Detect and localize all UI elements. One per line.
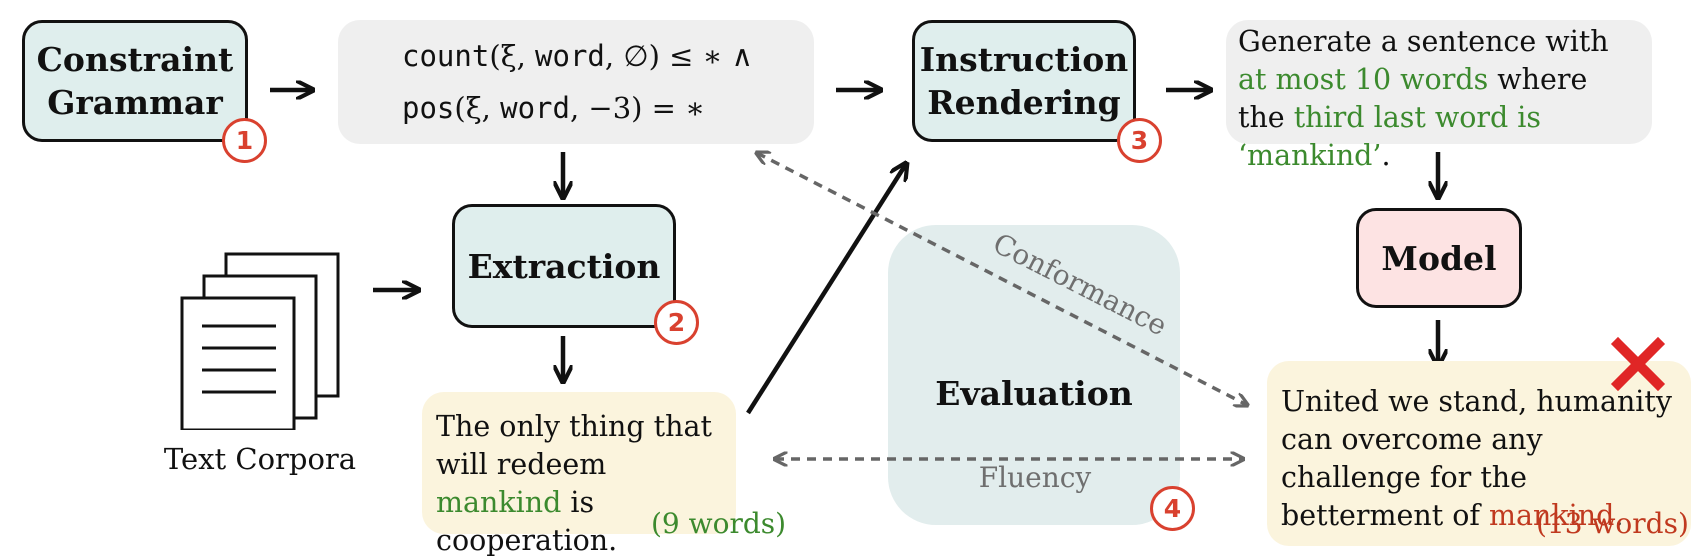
- formula-line-count: count(ξ, word, ∅) ≤ ∗ ∧: [402, 39, 753, 73]
- constraint-grammar-line2: Grammar: [47, 83, 223, 122]
- documents-icon: [180, 252, 340, 430]
- extraction-badge: 2: [654, 300, 699, 345]
- evaluation-badge: 4: [1150, 486, 1195, 531]
- model-box: Model: [1356, 208, 1522, 308]
- extracted-sentence: The only thing that will redeem mankind …: [422, 392, 736, 557]
- fail-cross-icon: [1610, 336, 1666, 392]
- text-corpora-label: Text Corpora: [163, 442, 357, 476]
- model-output: United we stand, humanity can overcome a…: [1267, 361, 1691, 546]
- extraction-box: Extraction: [452, 204, 676, 328]
- formula-line-pos: pos(ξ, word, −3) = ∗: [402, 91, 705, 125]
- constraint-grammar-line1: Constraint: [36, 40, 234, 79]
- constraint-grammar-box: Constraint Grammar: [22, 20, 248, 142]
- rendered-instruction: Generate a sentence with at most 10 word…: [1226, 20, 1652, 172]
- arrow-extracted-to-rendering: [746, 164, 906, 415]
- conformance-arrow: [757, 153, 1247, 405]
- instruction-rendering-box: Instruction Rendering: [912, 20, 1136, 142]
- extracted-word-count: (9 words): [651, 507, 787, 540]
- extraction-label: Extraction: [467, 246, 661, 286]
- grammar-badge: 1: [222, 118, 267, 163]
- instruction-rendering-line1: Instruction: [919, 40, 1129, 79]
- fluency-label: Fluency: [978, 461, 1092, 494]
- output-word-count: (13 words): [1536, 507, 1689, 540]
- constraint-formula-box: count(ξ, word, ∅) ≤ ∗ ∧ pos(ξ, word, −3)…: [338, 20, 814, 144]
- rendering-badge: 3: [1117, 118, 1162, 163]
- model-label: Model: [1381, 238, 1497, 278]
- instruction-rendering-line2: Rendering: [927, 83, 1121, 122]
